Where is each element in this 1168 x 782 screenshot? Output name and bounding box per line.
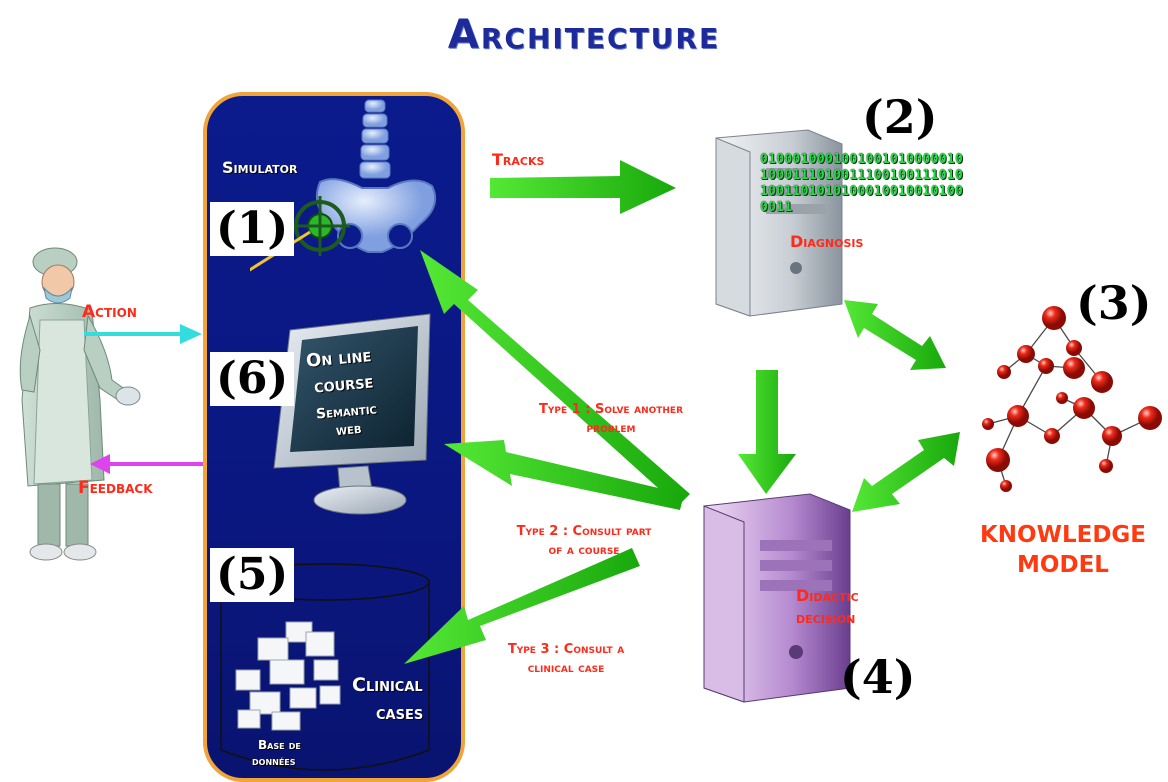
didactic-line1: Didactic bbox=[796, 586, 859, 605]
label-number-3: (3) bbox=[1076, 276, 1152, 330]
type2-line1: Type 2 : Consult part bbox=[516, 524, 652, 539]
binary-line2: 1000111010011100100111010 bbox=[760, 168, 964, 183]
didactic-line2: decision bbox=[796, 608, 856, 627]
database-line1: Base de bbox=[258, 738, 301, 752]
knowledge-network-icon bbox=[982, 306, 1162, 492]
label-number-1: (1) bbox=[210, 202, 295, 256]
type3-line1: Type 3 : Consult a bbox=[507, 642, 625, 657]
tracks-arrow bbox=[490, 160, 676, 214]
type3-label: Type 3 : Consult a clinical case bbox=[456, 640, 676, 678]
diagnosis-to-didactic-arrow bbox=[738, 370, 796, 494]
pelvis-spine-icon bbox=[250, 99, 436, 272]
diagnosis-knowledge-arrow bbox=[844, 300, 946, 370]
diagram-title: Architecture bbox=[447, 12, 721, 58]
type3-arrow bbox=[404, 548, 640, 664]
feedback-label: Feedback bbox=[78, 478, 153, 498]
binary-line4: 0011 bbox=[760, 200, 793, 215]
label-number-5: (5) bbox=[210, 548, 295, 602]
knowledge-line1: KNOWLEDGE bbox=[979, 522, 1147, 548]
feedback-arrow bbox=[90, 454, 204, 474]
surgeon-figure bbox=[19, 247, 141, 561]
type1-line1: Type 1 : Solve another bbox=[539, 402, 683, 417]
database-cylinder-icon bbox=[220, 563, 430, 771]
label-number-2: (2) bbox=[862, 90, 938, 144]
label-number-6: (6) bbox=[210, 352, 295, 406]
didactic-computer-icon bbox=[703, 493, 851, 703]
binary-line3: 1001101010100010010010100 bbox=[760, 184, 964, 199]
knowledge-line2: MODEL bbox=[1017, 552, 1109, 578]
monitor-icon bbox=[273, 313, 431, 515]
type1-arrow bbox=[420, 250, 690, 506]
action-arrow bbox=[84, 324, 202, 344]
knowledge-model-label: KNOWLEDGE MODEL bbox=[958, 520, 1168, 580]
diagnosis-computer-icon bbox=[715, 129, 843, 317]
clinical-cases-line2: cases bbox=[376, 702, 424, 724]
diagnosis-label: Diagnosis bbox=[790, 232, 864, 251]
type2-arrow bbox=[444, 440, 684, 510]
type2-label: Type 2 : Consult part of a course bbox=[464, 522, 704, 560]
label-number-4: (4) bbox=[840, 650, 916, 704]
database-line2: données bbox=[252, 754, 296, 768]
simulator-label: Simulator bbox=[222, 158, 298, 177]
knowledge-didactic-arrow bbox=[852, 432, 960, 512]
type1-label: Type 1 : Solve another problem bbox=[486, 400, 736, 438]
type1-line2: problem bbox=[586, 421, 636, 436]
type3-line2: clinical case bbox=[527, 661, 605, 676]
binary-line1: 0100010001001001010000010 bbox=[760, 152, 964, 167]
clinical-cases-line1: Clinical bbox=[352, 674, 423, 696]
tracks-label: Tracks bbox=[492, 150, 545, 169]
action-label: Action bbox=[82, 302, 137, 322]
type2-line2: of a course bbox=[548, 543, 620, 558]
